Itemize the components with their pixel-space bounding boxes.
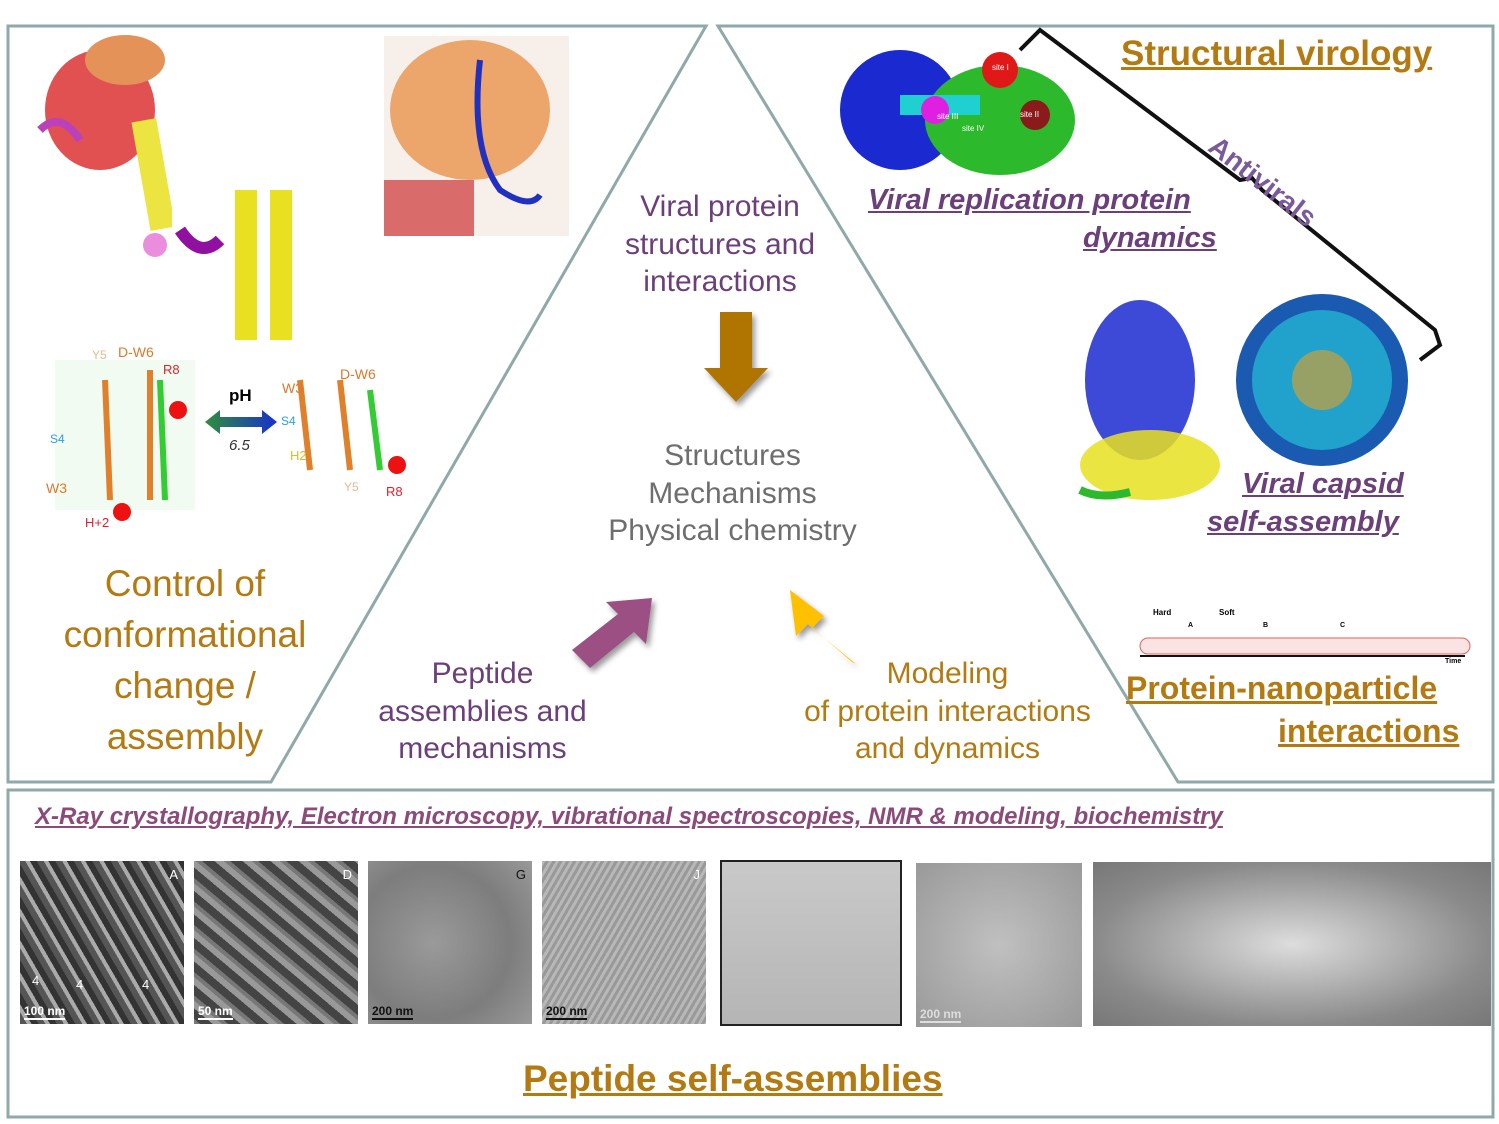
residue-label: H2 [290, 448, 307, 463]
residue-label: W3 [46, 480, 67, 496]
peptide-assemblies-text: Peptide assemblies and mechanisms [350, 655, 615, 768]
peptide-self-assemblies-title: Peptide self-assemblies [523, 1058, 943, 1099]
viral-replication-protein [840, 50, 1075, 175]
residue-label: D-W6 [340, 366, 376, 382]
text-line: Control of [104, 563, 266, 604]
text-line: and dynamics [854, 732, 1041, 765]
ph-value: 6.5 [229, 437, 250, 454]
down-arrow [704, 312, 768, 402]
site-label: site I [992, 63, 1009, 72]
ph-label: pH [229, 386, 252, 405]
micrograph-letter: A [169, 867, 178, 882]
residue-label: S4 [50, 432, 65, 446]
micrograph-g: G 200 nm [368, 861, 532, 1024]
capsid-protein [1078, 294, 1408, 500]
structural-virology-title: Structural virology [1121, 34, 1433, 73]
scale-bar: 200 nm [546, 1004, 588, 1020]
residue-label: D-W6 [118, 344, 154, 360]
text-line: interactions [643, 265, 797, 298]
micrograph-letter: G [515, 867, 526, 882]
text-line: Modeling [886, 657, 1009, 690]
site-label: site IV [962, 124, 985, 133]
micrograph-j: J 200 nm [542, 861, 706, 1024]
text-line: mechanisms [398, 732, 567, 765]
text-line: change / [114, 665, 256, 707]
site-label: site II [1020, 110, 1040, 119]
protein-structure-left [37, 35, 176, 257]
text-line: Physical chemistry [608, 514, 857, 547]
micrograph-6: 200 nm [916, 863, 1082, 1027]
text-line: conformational [63, 614, 307, 656]
residue-label: Y5 [344, 480, 359, 494]
micrograph-5 [720, 860, 902, 1026]
text-line: assemblies and [378, 694, 587, 728]
np-label: B [1263, 622, 1269, 629]
np-label: C [1340, 622, 1346, 629]
center-top-text: Viral protein structures and interaction… [590, 188, 850, 301]
scale-bar: 100 nm [24, 1004, 66, 1020]
np-label: A [1188, 622, 1194, 629]
bracket-icon [1018, 27, 1443, 362]
text-line: Viral protein [640, 190, 800, 223]
ph-double-arrow-icon [205, 410, 277, 434]
scale-bar: 50 nm [198, 1004, 233, 1020]
nanoparticle-title-2: interactions [1278, 713, 1460, 749]
bottom-panel-frame [6, 788, 1495, 1119]
np-label: Time [1445, 658, 1462, 665]
yellow-arrow [790, 590, 856, 664]
text-line: Peptide [431, 657, 534, 690]
purple-arrow [572, 598, 652, 668]
capsid-label-2: self-assembly [1207, 506, 1399, 538]
residue-label: S4 [281, 414, 296, 428]
residue-label: H+2 [85, 515, 110, 530]
residue-label: R8 [386, 484, 403, 499]
text-line: of protein interactions [804, 694, 1091, 728]
spacing-mark: 4 [76, 977, 84, 992]
nanoparticle-title: Protein-nanoparticle [1126, 670, 1438, 706]
residue-label: R8 [163, 362, 180, 377]
protein-closeup-left [172, 175, 342, 345]
scale-bar: 200 nm [920, 1007, 962, 1023]
micrograph-a: A 4 4 4 100 nm [20, 861, 184, 1024]
capsid-label: Viral capsid [1242, 468, 1404, 500]
scale-bar: 200 nm [372, 1004, 414, 1020]
right-panel-frame [715, 24, 1495, 784]
viral-replication-label: Viral replication protein [868, 184, 1191, 216]
np-label: Soft [1219, 608, 1235, 617]
peptide-structures [55, 360, 406, 521]
site-label: site III [937, 112, 959, 121]
spacing-mark: 4 [142, 977, 150, 992]
micrograph-7 [1093, 862, 1491, 1026]
text-line: Mechanisms [648, 476, 817, 510]
nanoparticle-surface [1139, 637, 1471, 655]
spacing-mark: 4 [32, 973, 40, 988]
left-panel-frame [6, 24, 709, 784]
modeling-text: Modeling of protein interactions and dyn… [780, 655, 1115, 768]
residue-label: W3 [282, 380, 303, 396]
control-title: Control of conformational change / assem… [40, 558, 330, 762]
micrograph-letter: D [342, 867, 352, 882]
viral-replication-label-2: dynamics [1083, 222, 1217, 254]
residue-label: Y5 [92, 348, 107, 362]
text-line: Structures [664, 439, 801, 472]
np-label: Hard [1153, 608, 1172, 617]
techniques-text: X-Ray crystallography, Electron microsco… [35, 803, 1223, 830]
text-line: structures and [624, 227, 816, 261]
center-middle-text: Structures Mechanisms Physical chemistry [570, 437, 895, 550]
protein-closeup-top [384, 36, 569, 236]
text-line: assembly [106, 716, 264, 758]
micrograph-d: D 50 nm [194, 861, 358, 1024]
micrograph-letter: J [693, 867, 701, 882]
